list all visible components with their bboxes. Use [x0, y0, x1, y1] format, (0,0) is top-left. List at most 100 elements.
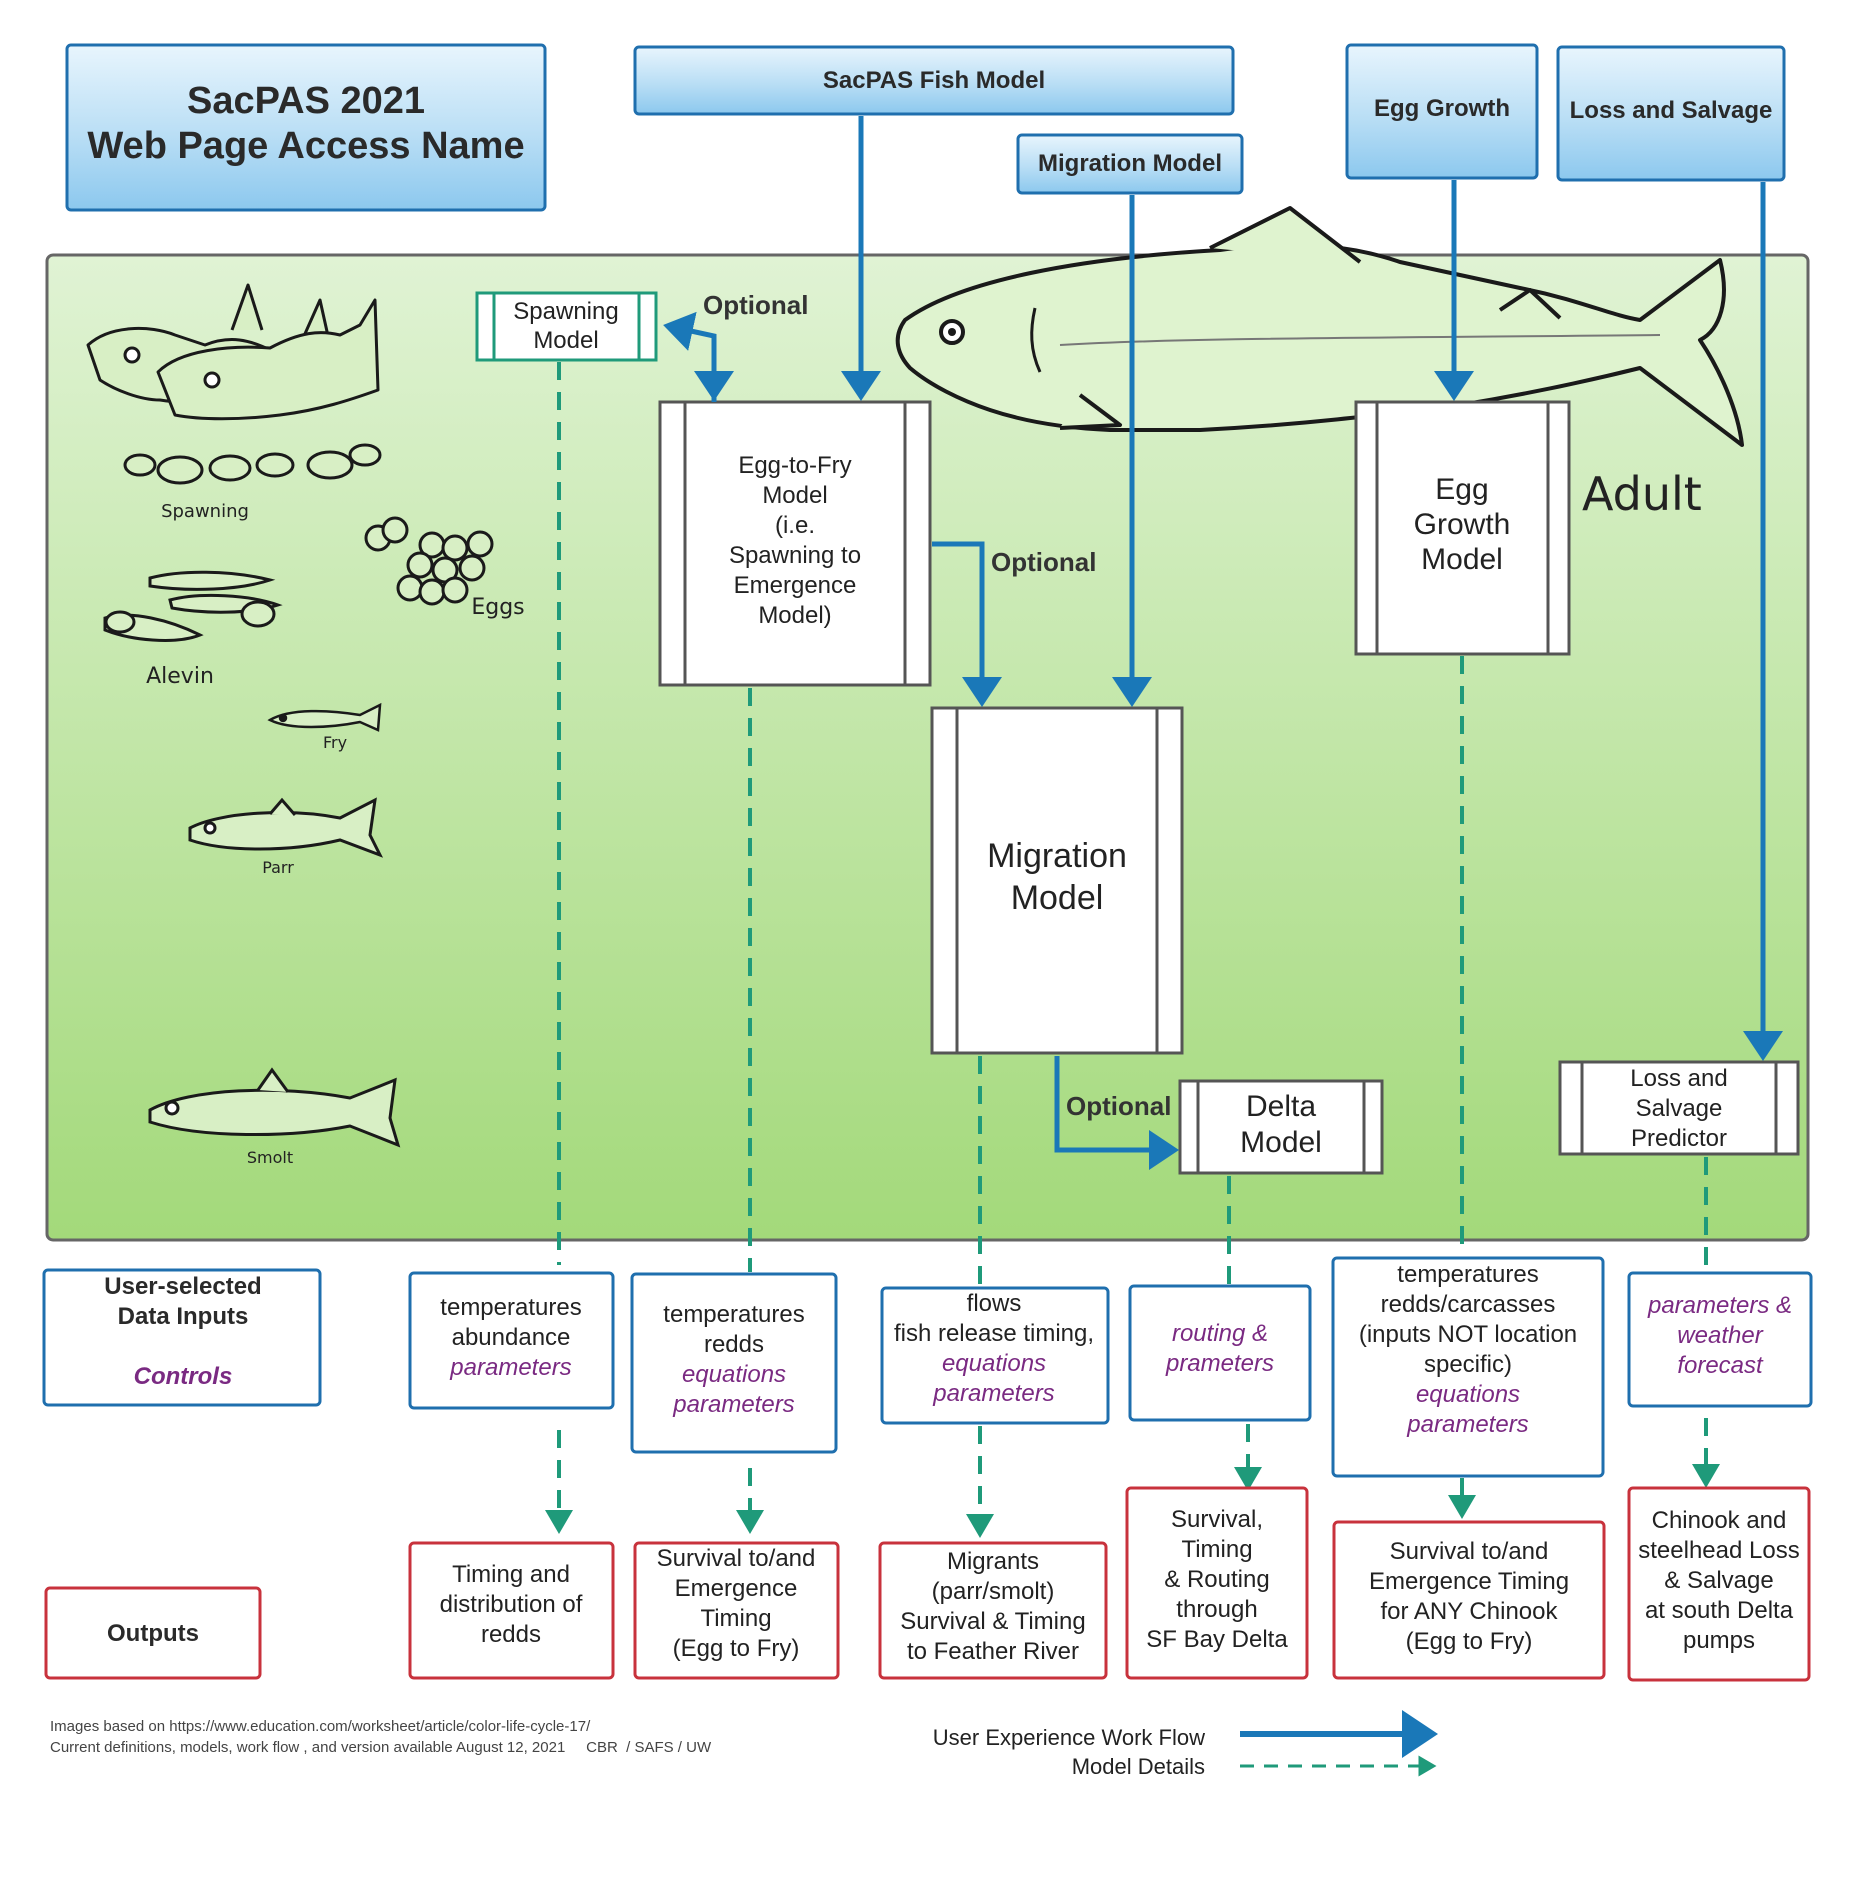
migration-model-line-1: Migration	[987, 837, 1127, 875]
input-egg-to-fry-line-1: temperatures	[663, 1301, 804, 1328]
egg-to-fry-model-line-3: (i.e.	[775, 512, 815, 539]
egg-growth-button[interactable]: Egg Growth	[1345, 43, 1539, 180]
output-loss-salvage-line-3: & Salvage	[1664, 1567, 1773, 1594]
legend-details-label: Model Details	[1072, 1754, 1205, 1779]
loss-salvage-button[interactable]: Loss and Salvage	[1556, 45, 1786, 182]
outputs-legend-box: Outputs	[44, 1586, 262, 1680]
input-egg-growth-italic-1: equations	[1416, 1381, 1520, 1408]
input-box-egg-growth: temperatures redds/carcasses (inputs NOT…	[1331, 1256, 1605, 1478]
parr-label: Parr	[262, 858, 294, 877]
egg-growth-button-label: Egg Growth	[1374, 95, 1510, 122]
output-spawning-line-2: distribution of	[440, 1591, 583, 1618]
input-spawning-italic-1: parameters	[449, 1354, 571, 1381]
title-box: SacPAS 2021 Web Page Access Name	[65, 43, 547, 212]
input-migration-italic-1: equations	[942, 1350, 1046, 1377]
loss-salvage-predictor-line-2: Salvage	[1636, 1095, 1723, 1122]
output-egg-growth-line-2: Emergence Timing	[1369, 1568, 1569, 1595]
input-egg-to-fry-line-2: redds	[704, 1331, 764, 1358]
input-box-egg-to-fry: temperatures redds equations parameters	[630, 1272, 838, 1454]
migration-model-button-label: Migration Model	[1038, 150, 1222, 177]
output-egg-to-fry-line-3: Timing	[700, 1605, 771, 1632]
delta-model-box[interactable]: Delta Model	[1178, 1079, 1384, 1175]
egg-growth-model-line-1: Egg	[1435, 473, 1488, 506]
migration-model-button[interactable]: Migration Model	[1016, 133, 1244, 195]
input-loss-salvage-italic-2: weather	[1677, 1322, 1763, 1349]
egg-to-fry-model-line-2: Model	[762, 482, 827, 509]
adult-label: Adult	[1582, 467, 1702, 521]
spawning-fish-icon	[86, 283, 380, 421]
adult-salmon-icon	[895, 206, 1744, 447]
output-egg-growth-line-1: Survival to/and	[1390, 1538, 1549, 1565]
input-migration-italic-2: parameters	[932, 1380, 1054, 1407]
loss-salvage-predictor-line-3: Predictor	[1631, 1125, 1727, 1152]
title-line-1: SacPAS 2021	[187, 80, 425, 122]
optional-label-delta: Optional	[1066, 1091, 1171, 1121]
title-line-2: Web Page Access Name	[87, 125, 524, 167]
output-delta-line-1: Survival,	[1171, 1506, 1263, 1533]
footer-line-2: Current definitions, models, work flow ,…	[50, 1739, 712, 1756]
output-migration-line-2: (parr/smolt)	[932, 1578, 1055, 1605]
output-box-loss-salvage: Chinook and steelhead Loss & Salvage at …	[1627, 1486, 1811, 1682]
input-egg-growth-line-3: (inputs NOT location	[1359, 1321, 1577, 1348]
spawning-label: Spawning	[161, 501, 249, 522]
egg-to-fry-model-line-5: Emergence	[734, 572, 857, 599]
input-loss-salvage-italic-1: parameters &	[1647, 1292, 1792, 1319]
spawning-gravel-icon	[123, 443, 382, 485]
input-egg-to-fry-italic-2: parameters	[672, 1391, 794, 1418]
input-delta-italic-2: prameters	[1165, 1350, 1274, 1377]
parr-icon	[188, 797, 384, 858]
output-egg-to-fry-line-4: (Egg to Fry)	[673, 1635, 800, 1662]
input-box-loss-salvage: parameters & weather forecast	[1627, 1271, 1813, 1408]
input-box-delta: routing & prameters	[1128, 1284, 1312, 1422]
output-delta-line-5: SF Bay Delta	[1146, 1626, 1288, 1653]
output-spawning-line-3: redds	[481, 1621, 541, 1648]
fish-model-button[interactable]: SacPAS Fish Model	[633, 45, 1235, 116]
data-inputs-title-line-1: User-selected	[104, 1273, 261, 1300]
output-box-egg-growth: Survival to/and Emergence Timing for ANY…	[1332, 1520, 1606, 1680]
input-egg-growth-line-4: specific)	[1424, 1351, 1512, 1378]
eggs-icon	[364, 516, 494, 606]
output-migration-line-4: to Feather River	[907, 1638, 1079, 1665]
input-migration-line-1: flows	[967, 1290, 1022, 1317]
legend-workflow-label: User Experience Work Flow	[933, 1725, 1205, 1750]
output-migration-line-3: Survival & Timing	[900, 1608, 1085, 1635]
fish-model-button-label: SacPAS Fish Model	[823, 67, 1045, 94]
input-box-migration: flows fish release timing, equations par…	[880, 1286, 1110, 1425]
spawning-model-line-2: Model	[533, 327, 598, 354]
workflow-arrows	[663, 116, 1783, 1170]
smolt-label: Smolt	[247, 1148, 293, 1167]
footer-line-1: Images based on https://www.education.co…	[50, 1718, 591, 1735]
model-detail-lines	[545, 362, 1720, 1538]
spawning-model-line-1: Spawning	[513, 298, 618, 325]
input-spawning-line-2: abundance	[452, 1324, 571, 1351]
spawning-model-box[interactable]: Spawning Model	[475, 291, 658, 362]
migration-model-box[interactable]: Migration Model	[930, 706, 1184, 1055]
loss-salvage-predictor-box[interactable]: Loss and Salvage Predictor	[1558, 1060, 1800, 1156]
output-loss-salvage-line-5: pumps	[1683, 1627, 1755, 1654]
input-egg-growth-line-1: temperatures	[1397, 1261, 1538, 1288]
output-egg-growth-line-3: for ANY Chinook	[1381, 1598, 1559, 1625]
output-box-delta: Survival, Timing & Routing through SF Ba…	[1125, 1486, 1309, 1680]
data-inputs-legend-box: User-selected Data Inputs Controls	[42, 1268, 322, 1407]
egg-to-fry-model-line-4: Spawning to	[729, 542, 861, 569]
outputs-label: Outputs	[107, 1620, 199, 1647]
input-egg-growth-line-2: redds/carcasses	[1381, 1291, 1556, 1318]
loss-salvage-button-label: Loss and Salvage	[1570, 97, 1773, 124]
output-loss-salvage-line-1: Chinook and	[1652, 1507, 1787, 1534]
output-egg-to-fry-line-2: Emergence	[675, 1575, 798, 1602]
output-box-spawning: Timing and distribution of redds	[408, 1541, 615, 1680]
data-inputs-title-line-2: Data Inputs	[118, 1303, 249, 1330]
delta-model-line-2: Model	[1240, 1126, 1322, 1159]
egg-to-fry-model-box[interactable]: Egg-to-Fry Model (i.e. Spawning to Emerg…	[658, 400, 932, 687]
smolt-icon	[148, 1067, 401, 1148]
output-delta-line-2: Timing	[1181, 1536, 1252, 1563]
eggs-label: Eggs	[471, 595, 524, 620]
output-box-egg-to-fry: Survival to/and Emergence Timing (Egg to…	[633, 1541, 840, 1680]
output-delta-line-4: through	[1176, 1596, 1257, 1623]
fry-icon	[267, 702, 382, 732]
controls-label: Controls	[134, 1363, 233, 1390]
output-egg-growth-line-4: (Egg to Fry)	[1406, 1628, 1533, 1655]
input-migration-line-2: fish release timing,	[894, 1320, 1094, 1347]
fry-label: Fry	[323, 733, 347, 752]
egg-growth-model-box[interactable]: Egg Growth Model	[1354, 400, 1571, 656]
